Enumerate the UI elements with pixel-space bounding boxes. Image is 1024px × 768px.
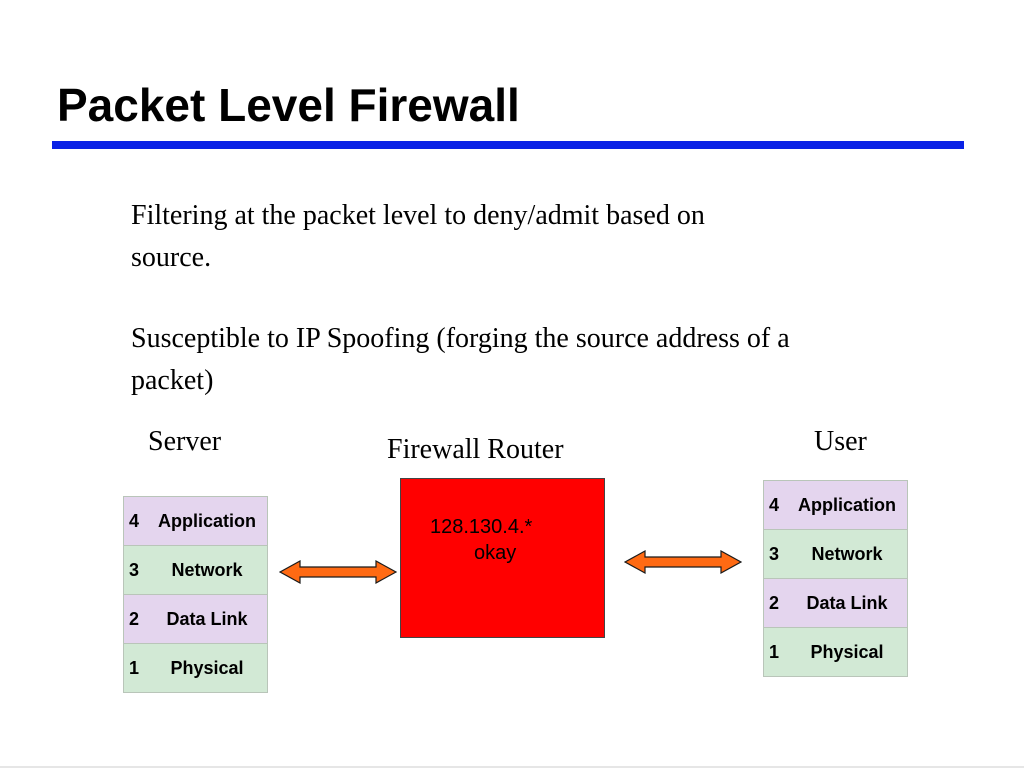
server-layer-physical: 1 Physical: [123, 644, 268, 693]
server-layer-network: 3 Network: [123, 546, 268, 595]
title-underline: [52, 141, 964, 149]
server-protocol-stack: 4 Application 3 Network 2 Data Link 1 Ph…: [123, 496, 268, 693]
layer-name: Network: [171, 559, 243, 580]
layer-number: 4: [129, 510, 140, 531]
firewall-router-box: [400, 478, 605, 638]
layer-name: Application: [798, 494, 896, 515]
user-layer-network: 3 Network: [763, 530, 908, 579]
server-label: Server: [148, 426, 222, 457]
user-protocol-stack: 4 Application 3 Network 2 Data Link 1 Ph…: [763, 480, 908, 677]
double-arrow-icon: [624, 550, 742, 574]
layer-number: 1: [129, 657, 140, 678]
firewall-router-label: Firewall Router: [387, 434, 564, 465]
firewall-rule: 128.130.4.* okay: [430, 514, 590, 566]
layer-number: 1: [769, 641, 780, 662]
server-layer-application: 4 Application: [123, 496, 268, 546]
user-layer-application: 4 Application: [763, 480, 908, 530]
slide-bottom-border: [0, 766, 1024, 768]
layer-number: 2: [129, 608, 140, 629]
layer-number: 4: [769, 494, 780, 515]
rule-action: okay: [474, 542, 517, 564]
layer-name: Data Link: [166, 608, 248, 629]
user-layer-data-link: 2 Data Link: [763, 579, 908, 628]
layer-name: Network: [811, 543, 883, 564]
layer-name: Application: [158, 510, 256, 531]
server-layer-data-link: 2 Data Link: [123, 595, 268, 644]
slide-title: Packet Level Firewall: [57, 79, 520, 131]
user-label: User: [814, 426, 867, 457]
layer-name: Physical: [170, 657, 244, 678]
user-layer-physical: 1 Physical: [763, 628, 908, 677]
layer-name: Data Link: [806, 592, 888, 613]
double-arrow-icon: [279, 560, 397, 584]
layer-name: Physical: [810, 641, 884, 662]
bullet-spoofing: Susceptible to IP Spoofing (forging the …: [131, 323, 790, 396]
layer-number: 2: [769, 592, 780, 613]
rule-ip-pattern: 128.130.4.*: [430, 516, 533, 538]
layer-number: 3: [769, 543, 780, 564]
layer-number: 3: [129, 559, 140, 580]
bullet-filtering: Filtering at the packet level to deny/ad…: [131, 200, 705, 273]
